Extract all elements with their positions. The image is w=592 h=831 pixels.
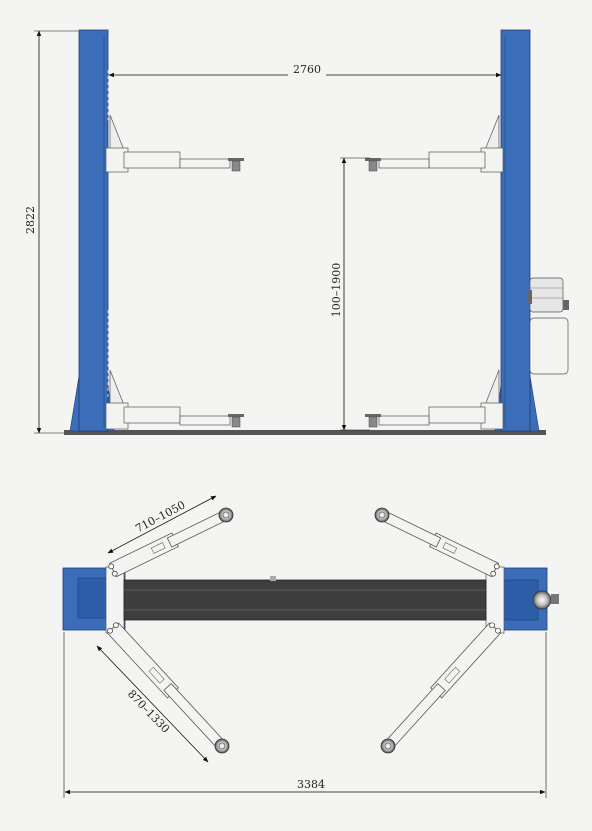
dimension-overall-width: 3384 xyxy=(63,632,547,798)
right-column-body xyxy=(500,29,531,432)
right-column-foot-gusset xyxy=(529,375,540,432)
overall-width-label: 3384 xyxy=(297,778,325,791)
lift-pad-icon xyxy=(374,507,390,523)
plan-arm-rear-left xyxy=(106,622,230,754)
upper-left-arm xyxy=(105,114,244,173)
dimension-column-spacing: 2760 xyxy=(108,63,502,78)
dimension-lift-range: 100–1900 xyxy=(330,157,370,431)
column-spacing-label: 2760 xyxy=(293,63,321,76)
upper-right-arm xyxy=(365,114,504,173)
lift-range-label: 100–1900 xyxy=(330,263,343,318)
floor-plate xyxy=(123,579,487,621)
motor-pump-unit-icon-top xyxy=(532,590,552,610)
left-column-body xyxy=(78,29,109,432)
plan-view: 710–1050 870–1330 3384 xyxy=(62,495,559,798)
lift-pad-icon xyxy=(218,507,234,523)
plan-arm-rear-right xyxy=(380,622,502,754)
lower-left-arm xyxy=(105,369,244,430)
front-elevation: 2760 2822 100–1900 xyxy=(24,29,569,435)
left-column xyxy=(69,29,115,432)
plan-arm-front-right xyxy=(374,507,500,578)
lift-pad-icon xyxy=(214,738,230,754)
dimension-total-height: 2822 xyxy=(24,30,78,434)
lower-right-arm xyxy=(365,369,504,430)
lift-pad-icon xyxy=(380,738,396,754)
floor-base-plate xyxy=(64,430,546,435)
total-height-label: 2822 xyxy=(24,206,37,234)
left-column-foot-gusset xyxy=(69,375,80,432)
motor-pump-unit-icon xyxy=(527,277,569,375)
short-arm-range-label: 710–1050 xyxy=(133,498,187,535)
